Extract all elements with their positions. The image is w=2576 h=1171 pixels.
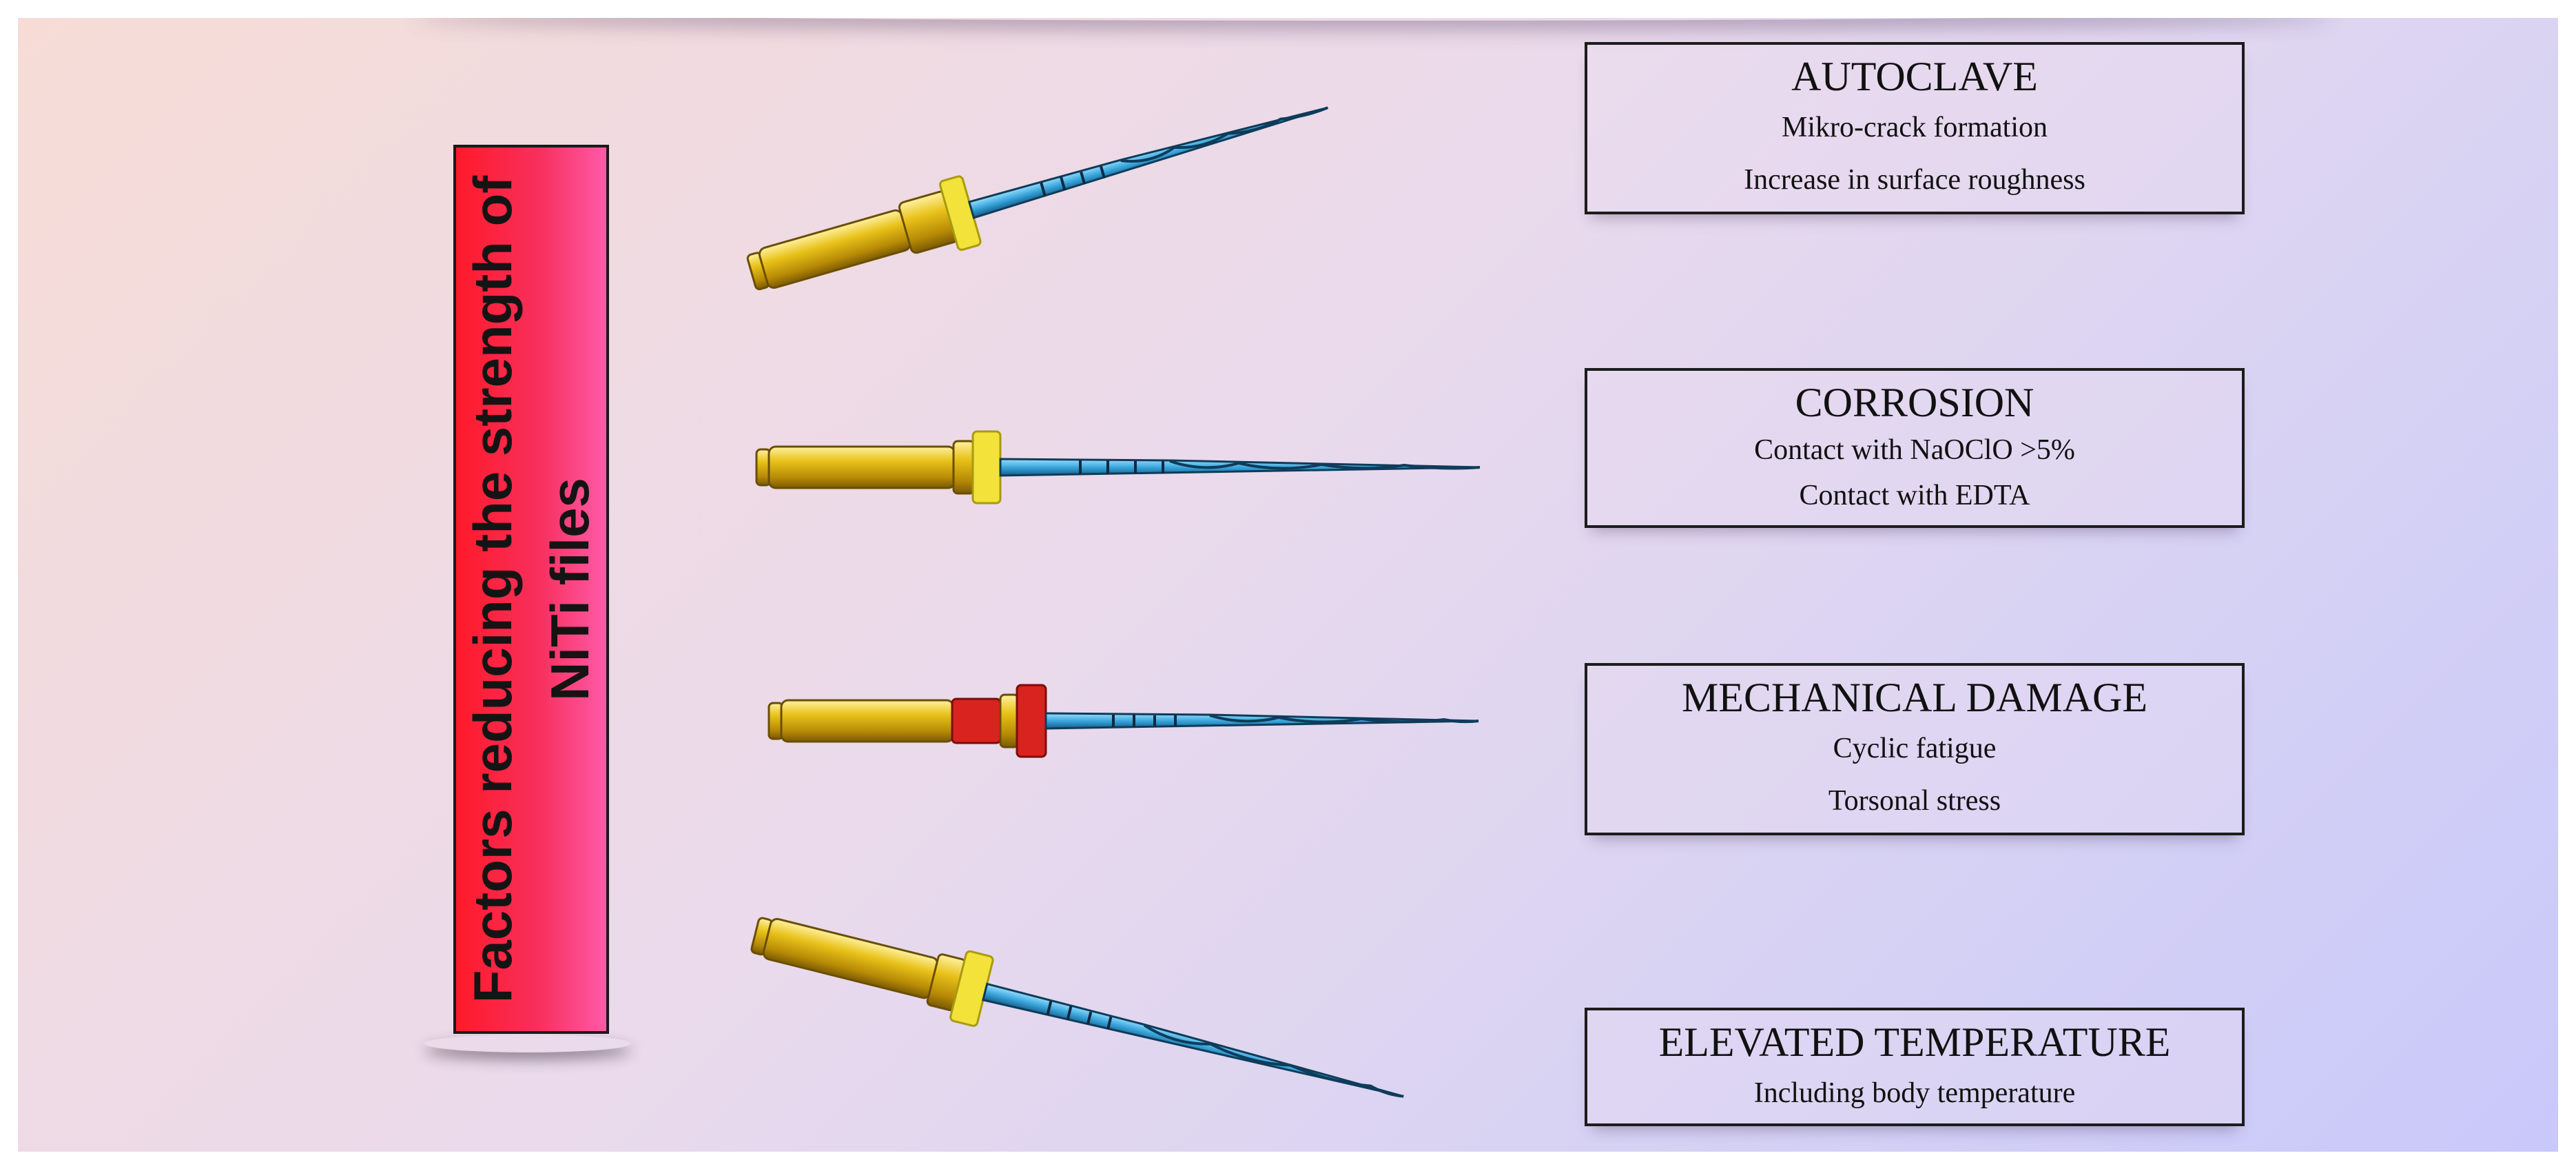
file-1-autoclave (746, 106, 1329, 291)
factor-detail: Contact with EDTA (1799, 480, 2030, 511)
file-4-elevated-temperature (750, 917, 1404, 1098)
factor-title: ELEVATED TEMPERATURE (1658, 1019, 2171, 1065)
file-3-mechanical-damage (767, 684, 1479, 758)
factor-title: AUTOCLAVE (1791, 54, 2038, 99)
factor-title: CORROSION (1795, 380, 2034, 425)
factor-detail: Mikro-crack formation (1781, 112, 2048, 143)
factor-detail: Cyclic fatigue (1833, 733, 1997, 764)
factor-title: MECHANICAL DAMAGE (1681, 675, 2148, 720)
factor-box-autoclave: AUTOCLAVE Mikro-crack formation Increase… (1585, 42, 2245, 214)
niti-files-illustration (746, 106, 1481, 1098)
file-2-corrosion (755, 430, 1481, 505)
factor-detail: Increase in surface roughness (1744, 164, 2085, 196)
factor-detail: Contact with NaOClO >5% (1754, 434, 2075, 466)
factor-detail: Torsonal stress (1828, 785, 2001, 817)
file-3-stopper (1016, 684, 1047, 758)
factor-box-elevated-temperature: ELEVATED TEMPERATURE Including body temp… (1585, 1008, 2245, 1126)
factor-box-corrosion: CORROSION Contact with NaOClO >5% Contac… (1585, 368, 2245, 528)
diagram-canvas: Factors reducing the strength of NiTi fi… (18, 18, 2558, 1152)
file-2-stopper (971, 430, 1002, 505)
side-label: Factors reducing the strength of NiTi fi… (453, 145, 609, 1034)
factor-box-mechanical-damage: MECHANICAL DAMAGE Cyclic fatigue Torsona… (1585, 663, 2245, 835)
factor-detail: Including body temperature (1753, 1077, 2076, 1109)
